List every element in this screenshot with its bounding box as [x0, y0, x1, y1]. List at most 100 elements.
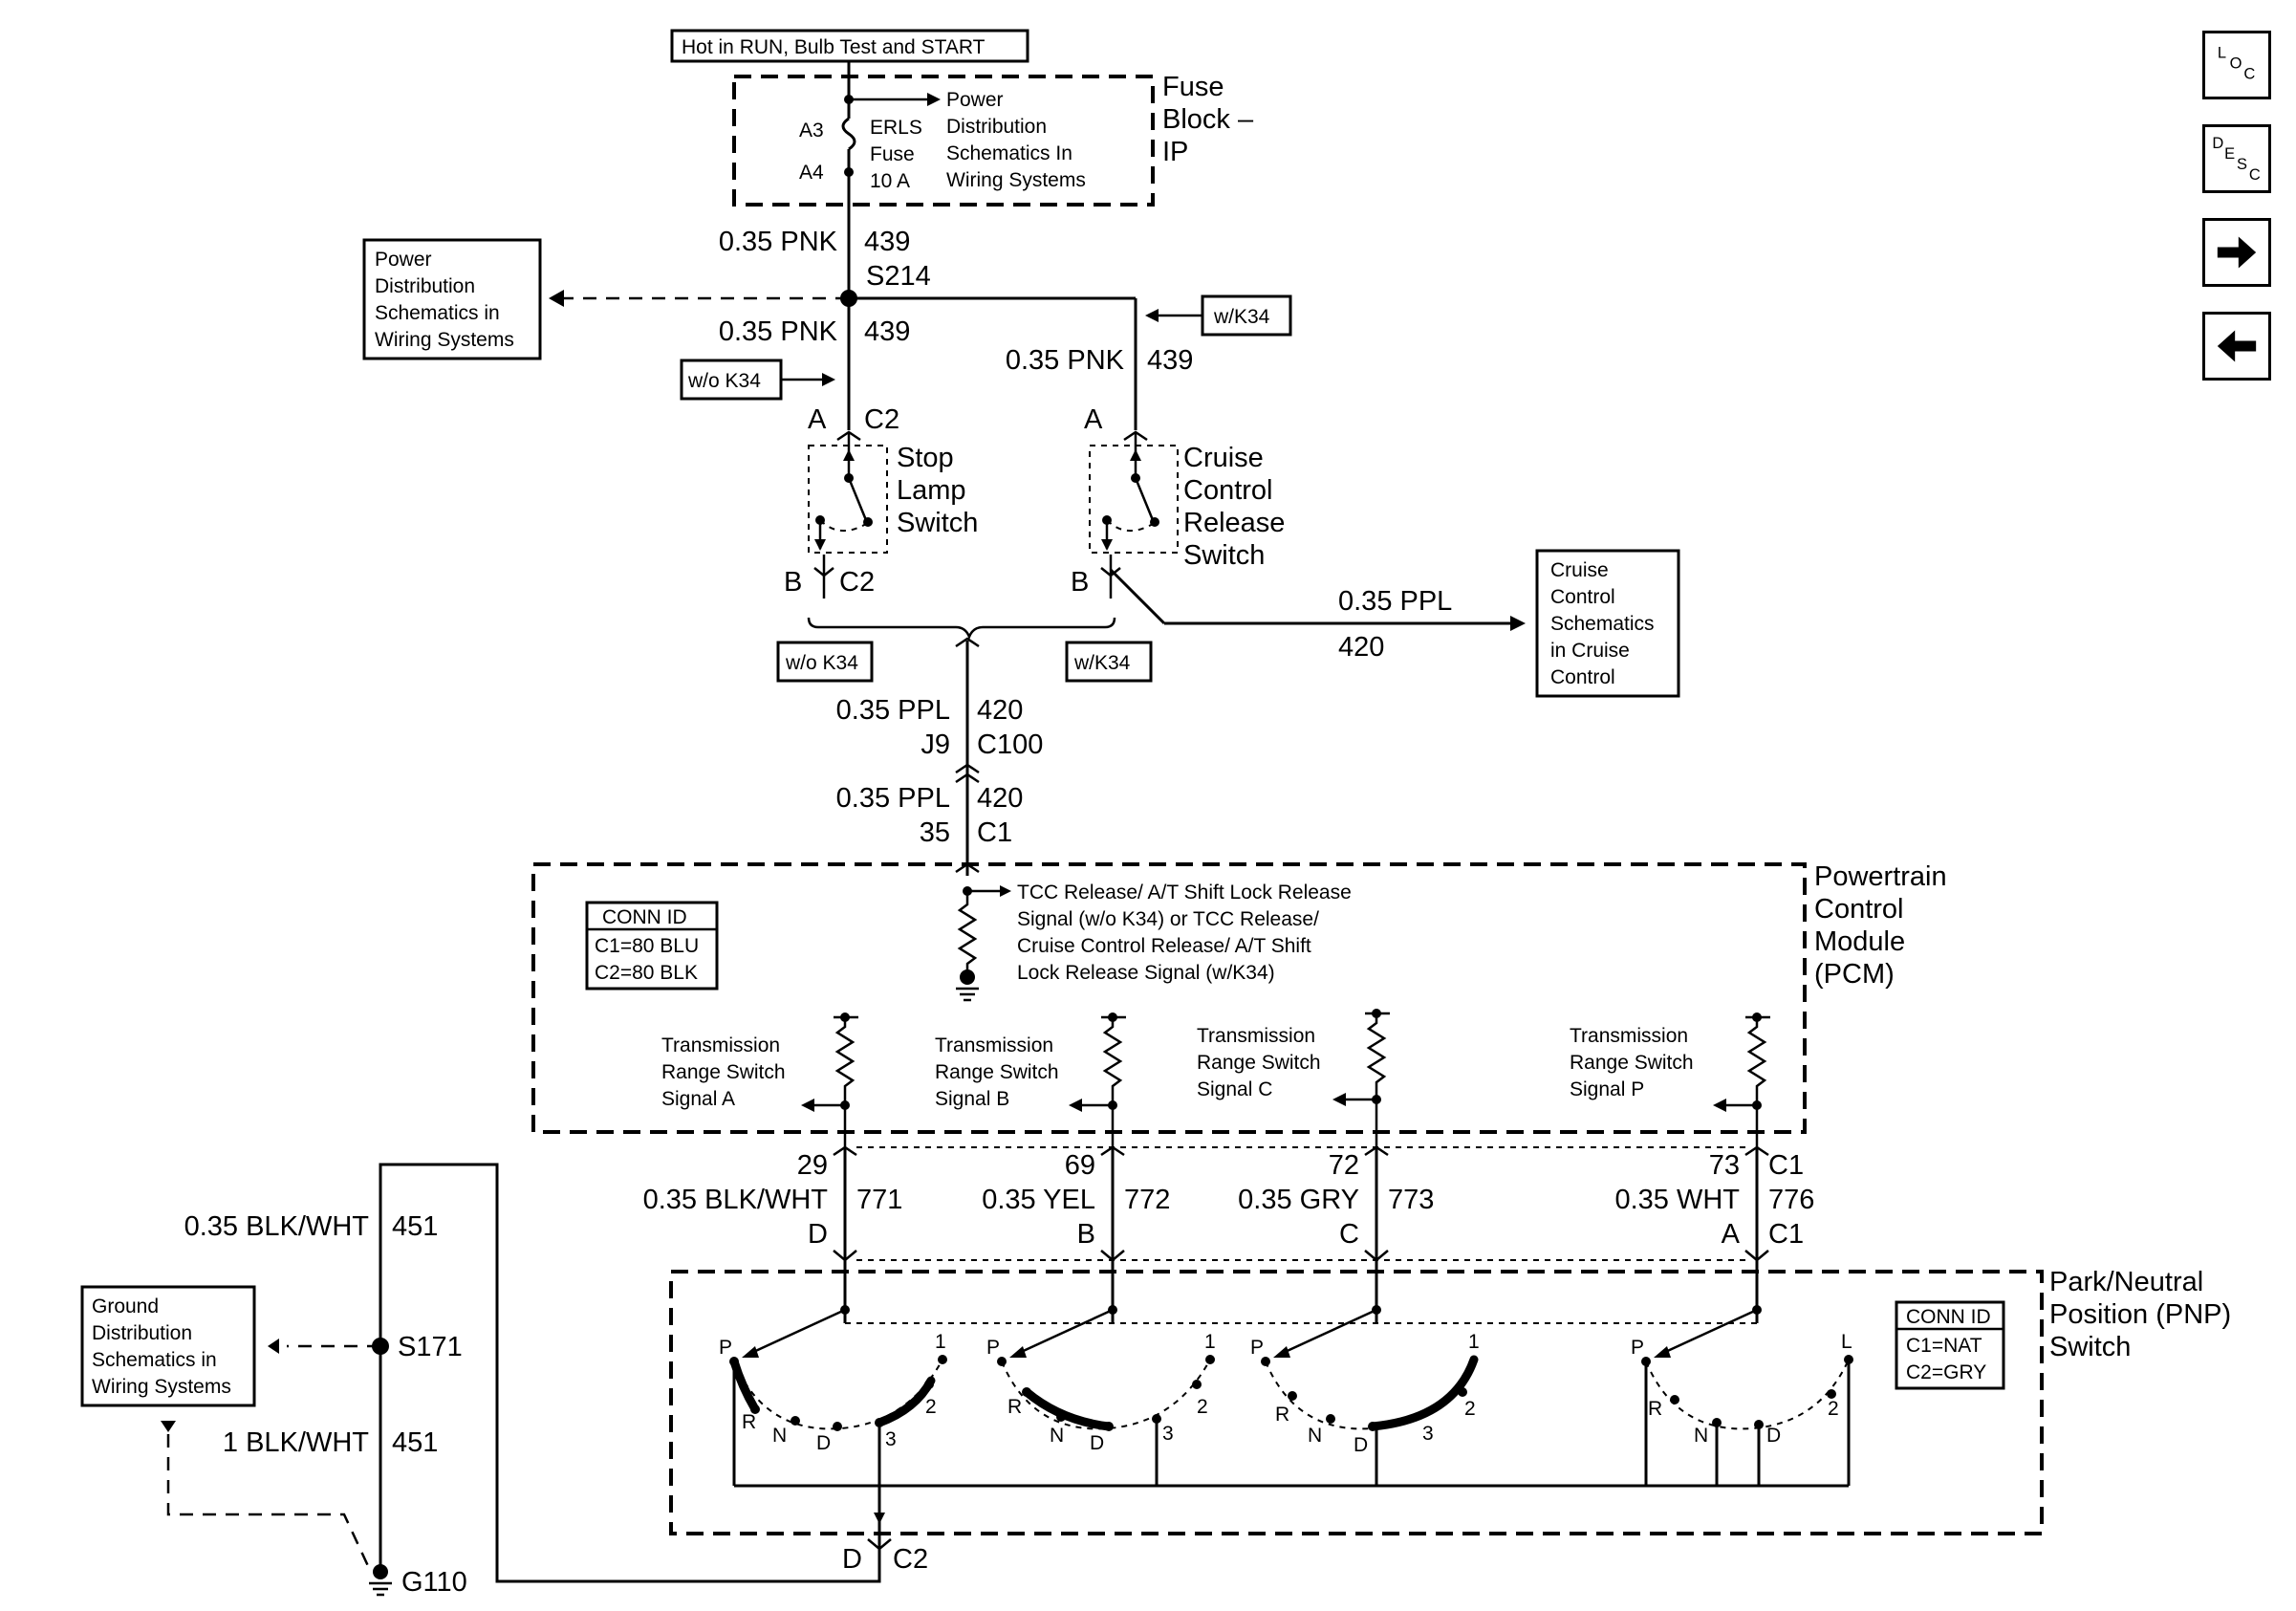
- cruise-release-label-3: Release: [1183, 508, 1285, 538]
- pnp-switch-1: P R N D 3 2 1: [719, 1305, 947, 1486]
- pnp1-segment-p-r: [729, 1357, 760, 1414]
- pnp-title-3: Switch: [2049, 1332, 2131, 1362]
- pcm-signal-a: Transmission Range Switch Signal A: [661, 1012, 858, 1147]
- stop-lamp-pin-bottom: B: [784, 567, 802, 598]
- signal-a-3: Signal A: [661, 1088, 735, 1110]
- c100-connector-mid-1: [955, 763, 980, 774]
- fuse-label-3: 10 A: [870, 170, 910, 192]
- pnp3-wiper-arrow-icon: [1273, 1346, 1290, 1358]
- pnp3-label-p: P: [1250, 1337, 1264, 1359]
- pnp-outline: [669, 1270, 2044, 1535]
- pnp2-pos-r: [1022, 1387, 1031, 1397]
- desc-button[interactable]: D E S C: [2202, 124, 2271, 193]
- stop-lamp-conn-bottom: C2: [839, 567, 875, 598]
- pnp1-label-d: D: [816, 1432, 831, 1454]
- pnp4-pos-2: [1827, 1389, 1836, 1399]
- range-2-circuit: 772: [1124, 1185, 1170, 1215]
- stop-lamp-label-2: Lamp: [897, 475, 966, 506]
- cruise-release-arrow-up-icon: [1130, 449, 1141, 461]
- pnp2-label-3: 3: [1162, 1423, 1174, 1445]
- loc-button[interactable]: L O C: [2202, 31, 2271, 99]
- next-button[interactable]: [2202, 218, 2271, 287]
- previous-button[interactable]: [2202, 312, 2271, 381]
- power-ref-box-1: Power: [375, 249, 432, 271]
- fuse-block-title-1: Fuse: [1162, 72, 1224, 102]
- range-2-pnp-pin: B: [1077, 1219, 1095, 1250]
- g110-dot: [373, 1564, 388, 1579]
- power-ref-box-3: Schematics in: [375, 302, 500, 324]
- signal-p-2: Range Switch: [1570, 1052, 1694, 1074]
- range-conn-top-label: C1: [1768, 1150, 1804, 1181]
- stop-lamp-arrow-up-icon: [843, 449, 855, 461]
- pnp1-label-n: N: [772, 1425, 787, 1447]
- cruise-ref-5: Control: [1550, 666, 1615, 688]
- ppl-upper-pin: J9: [921, 729, 950, 760]
- pnp-conn-id-box: [1895, 1300, 2005, 1390]
- opt-wo-k34-upper-box: [680, 359, 783, 401]
- pnp1-label-3: 3: [885, 1428, 897, 1450]
- pnp2-label-1: 1: [1204, 1331, 1216, 1353]
- cruise-wire-circuit: 420: [1338, 632, 1384, 663]
- wire-top-gauge: 0.35 PNK: [719, 227, 838, 257]
- fuse-symbol: [841, 117, 856, 151]
- signal-b-arrow-icon: [1069, 1099, 1082, 1112]
- range-conn-bottom-4: [1744, 1250, 1769, 1262]
- pnp-conn-id-2: C2=GRY: [1906, 1361, 1986, 1383]
- pnp3-pos-r: [1288, 1391, 1297, 1401]
- pnp1-arc: [733, 1359, 943, 1430]
- pnp-switch-2: P R N D 3 2 1: [986, 1305, 1216, 1486]
- cruise-ref-3: Schematics: [1550, 613, 1655, 635]
- power-ref-box-4: Wiring Systems: [375, 329, 514, 351]
- pcm-title-3: Module: [1814, 926, 1905, 957]
- pnp3-label-d: D: [1354, 1434, 1368, 1456]
- pnp2-label-d: D: [1090, 1432, 1104, 1454]
- ppl-upper-conn: C100: [977, 729, 1043, 760]
- pnp1-pos-2: [924, 1380, 934, 1389]
- power-ref-box-2: Distribution: [375, 275, 475, 297]
- opt-w-k34-lower: w/K34: [1073, 652, 1131, 674]
- range-conn-bottom-1: [833, 1250, 857, 1262]
- stop-lamp-label-3: Switch: [897, 508, 978, 538]
- opt-wo-k34-upper: w/o K34: [687, 370, 761, 392]
- opt-wo-k34-lower-box: [776, 641, 874, 683]
- pnp4-wiper: [1660, 1308, 1758, 1356]
- fuse-block-title-3: IP: [1162, 137, 1188, 167]
- power-ref-box: [362, 238, 542, 360]
- cruise-release-arc: [1106, 519, 1154, 532]
- ground-ref-down-arrow-icon: [161, 1421, 176, 1432]
- ground-ref-dashed-path: [166, 1434, 371, 1569]
- wire-420-diag: [1109, 568, 1166, 625]
- pcm-conn-id-title: CONN ID: [602, 906, 687, 928]
- wire-left-gauge: 0.35 PNK: [719, 316, 838, 347]
- signal-p-resistor: [1746, 1017, 1767, 1147]
- range-1-pnp-pin: D: [808, 1219, 828, 1250]
- stop-lamp-arc: [819, 519, 867, 532]
- pnp4-label-r: R: [1648, 1398, 1662, 1420]
- fuse-power-ref-1: Power: [946, 89, 1004, 111]
- ground-ref-2: Distribution: [92, 1322, 192, 1344]
- splice-s171-label: S171: [398, 1332, 463, 1362]
- signal-p-3: Signal P: [1570, 1078, 1644, 1100]
- wire-left-circuit: 439: [864, 316, 910, 347]
- pnp4-arc: [1645, 1359, 1850, 1430]
- wire-right-circuit: 439: [1147, 345, 1193, 376]
- range-3-pnp-pin: C: [1339, 1219, 1359, 1250]
- fuse-block-title-2: Block –: [1162, 104, 1254, 135]
- pnp2-pos-2: [1192, 1380, 1202, 1389]
- ground-lower-circuit: 451: [392, 1427, 438, 1458]
- pnp2-pos-d: [1104, 1422, 1114, 1431]
- cruise-ref-4: in Cruise: [1550, 640, 1630, 662]
- pnp-conn-id-1: C1=NAT: [1906, 1335, 1982, 1357]
- pcm-title-2: Control: [1814, 894, 1904, 925]
- cruise-release-label-2: Control: [1183, 475, 1273, 506]
- loc-letter-o: O: [2230, 55, 2242, 73]
- fuse-power-ref-4: Wiring Systems: [946, 169, 1086, 191]
- cruise-ref-2: Control: [1550, 586, 1615, 608]
- opt-wo-k34-lower: w/o K34: [785, 652, 858, 674]
- arrow-right-icon: [2217, 236, 2257, 269]
- hot-label: Hot in RUN, Bulb Test and START: [682, 36, 986, 58]
- pnp1-pos-r: [750, 1404, 760, 1414]
- ground-upper-gauge: 0.35 BLK/WHT: [184, 1211, 370, 1242]
- ppl-lower-gauge: 0.35 PPL: [836, 783, 950, 814]
- fuse-label-2: Fuse: [870, 143, 915, 165]
